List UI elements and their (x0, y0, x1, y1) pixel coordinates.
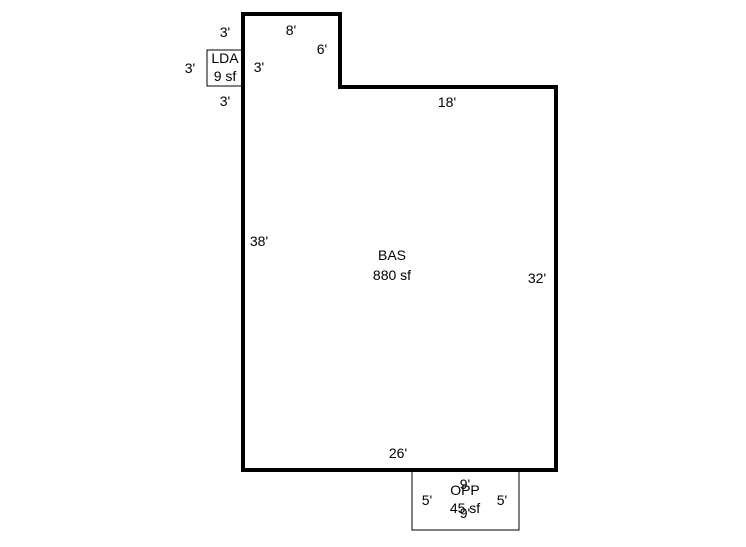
dimension-label: 3' (254, 59, 264, 75)
dimension-label: 8' (286, 22, 296, 38)
bas-area-value: 880 sf (373, 267, 411, 283)
dimension-label: 6' (317, 41, 327, 57)
opp-outline (411, 469, 520, 531)
bas-outline (241, 12, 558, 472)
dimension-label: 38' (250, 233, 268, 249)
opp-area-value: 45 sf (450, 500, 480, 516)
dimension-label: 5' (422, 492, 432, 508)
bas-area-code: BAS (378, 247, 406, 263)
dimension-label: 32' (528, 270, 546, 286)
dimension-label: 3' (220, 24, 230, 40)
dimension-label: 9' (460, 476, 470, 492)
dimension-label: 9' (460, 505, 470, 521)
lda-area-value: 9 sf (214, 68, 237, 84)
lda-outline (206, 49, 244, 87)
opp-area-code: OPP (450, 482, 480, 498)
lda-area-code: LDA (211, 50, 239, 66)
dimension-label: 5' (497, 492, 507, 508)
dimension-label: 3' (220, 93, 230, 109)
dimension-label: 3' (185, 60, 195, 76)
dimension-label: 18' (438, 94, 456, 110)
dimension-label: 26' (389, 445, 407, 461)
